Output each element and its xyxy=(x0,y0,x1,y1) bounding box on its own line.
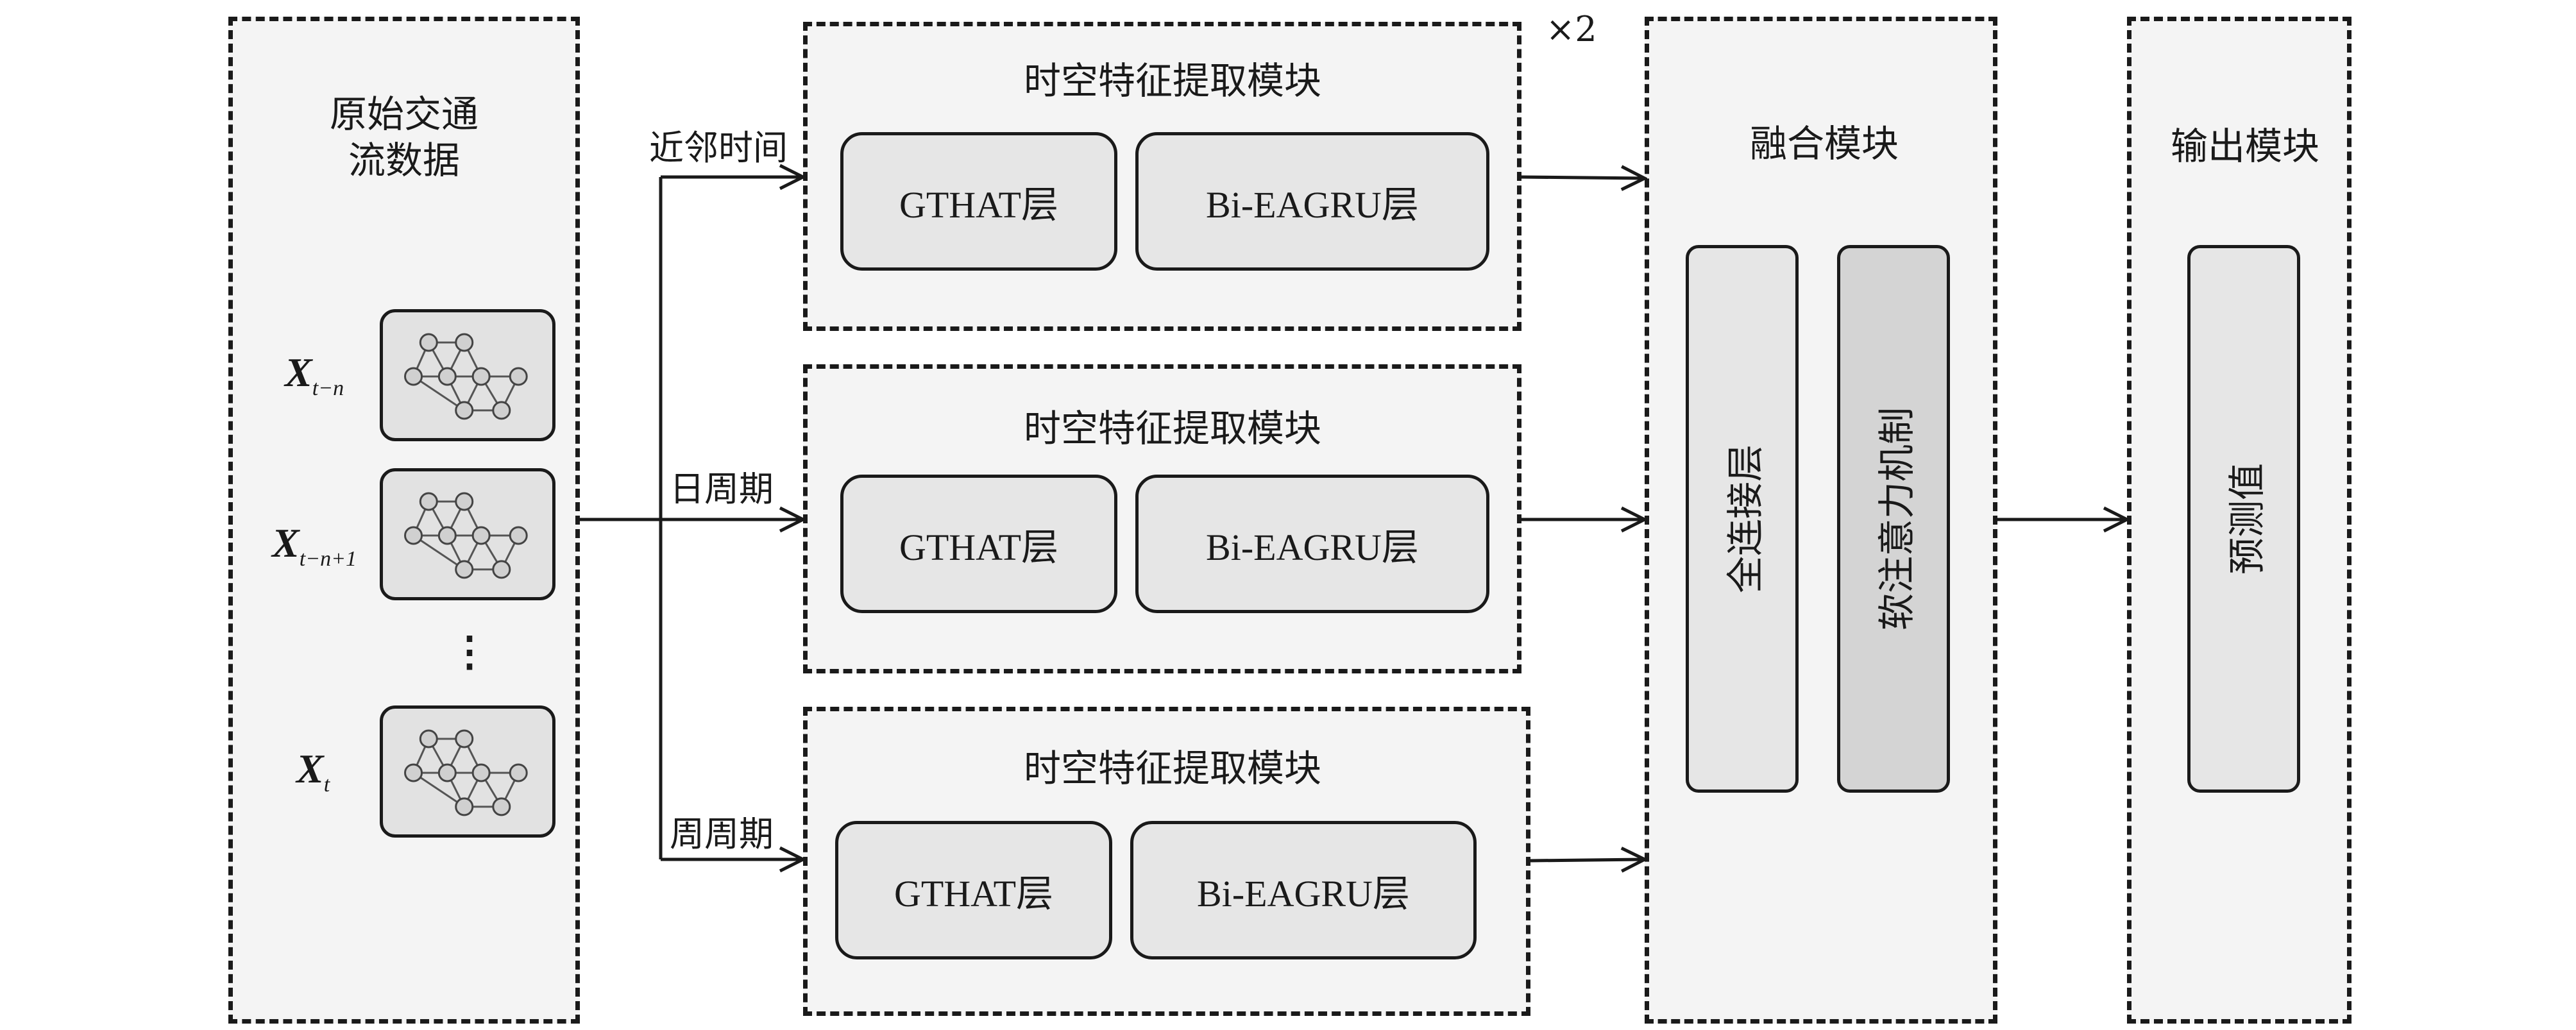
input-title-line1: 原始交通 xyxy=(329,92,479,136)
graph-edge xyxy=(412,772,465,808)
prediction-box: 预测值 xyxy=(2187,245,2300,793)
graph-node xyxy=(437,763,457,782)
arrow-recent-to-fusion xyxy=(1521,177,1645,178)
bi-eagru-layer-recent: Bi-EAGRU层 xyxy=(1135,132,1489,271)
road-network-graph xyxy=(404,729,528,816)
gthat-layer-recent: GTHAT层 xyxy=(840,132,1117,271)
soft-attention-layer: 软注意力机制 xyxy=(1837,245,1950,793)
graph-node xyxy=(419,492,438,511)
input-subscript: t xyxy=(323,773,330,797)
graph-edge xyxy=(412,375,465,412)
graph-node xyxy=(492,560,511,579)
graph-node xyxy=(404,367,423,386)
road-network-graph xyxy=(404,492,528,579)
fully-connected-layer: 全连接层 xyxy=(1686,245,1799,793)
graph-node xyxy=(404,763,423,782)
input-symbol: X xyxy=(285,350,312,395)
graph-node xyxy=(455,492,474,511)
input-subscript: t−n+1 xyxy=(299,547,357,571)
graph-node xyxy=(455,333,474,352)
graph-node xyxy=(419,333,438,352)
graph-node xyxy=(437,526,457,545)
input-symbol: X xyxy=(272,520,300,566)
graph-node xyxy=(404,526,423,545)
input-label-t: Xt xyxy=(296,745,330,797)
arrow-weekly-to-fusion xyxy=(1530,859,1645,861)
output-title: 输出模块 xyxy=(2170,124,2320,168)
graph-node xyxy=(471,763,491,782)
road-network-graph xyxy=(404,333,528,420)
branch-label-recent: 近邻时间 xyxy=(649,128,788,168)
input-title: 原始交通 流数据 xyxy=(330,91,479,183)
graph-node xyxy=(509,526,528,545)
input-subscript: t−n xyxy=(312,376,344,400)
graph-node xyxy=(419,729,438,748)
graph-node xyxy=(455,401,474,420)
branch-label-daily: 日周期 xyxy=(670,469,774,509)
graph-node xyxy=(509,367,528,386)
graph-node xyxy=(437,367,457,386)
graph-edge xyxy=(412,534,465,571)
graph-node xyxy=(471,526,491,545)
gthat-layer-daily: GTHAT层 xyxy=(840,475,1117,613)
graph-node xyxy=(492,401,511,420)
branch-label-weekly: 周周期 xyxy=(670,814,774,854)
graph-node xyxy=(455,560,474,579)
bi-eagru-layer-daily: Bi-EAGRU层 xyxy=(1135,475,1489,613)
graph-node xyxy=(455,729,474,748)
ellipsis: ⋮ xyxy=(449,627,490,676)
gthat-layer-weekly: GTHAT层 xyxy=(835,821,1112,959)
graph-node xyxy=(455,797,474,816)
graph-snapshot-t-minus-n-plus-1 xyxy=(380,468,555,600)
graph-snapshot-t-minus-n xyxy=(380,309,555,441)
module-title-daily: 时空特征提取模块 xyxy=(1023,407,1322,450)
fusion-title: 融合模块 xyxy=(1749,122,1899,165)
module-title-recent: 时空特征提取模块 xyxy=(1023,59,1322,103)
bi-eagru-layer-weekly: Bi-EAGRU层 xyxy=(1130,821,1477,959)
module-title-weekly: 时空特征提取模块 xyxy=(1023,747,1322,790)
graph-node xyxy=(509,763,528,782)
input-title-line2: 流数据 xyxy=(348,139,461,182)
repeat-marker: ×2 xyxy=(1546,9,1597,49)
graph-node xyxy=(492,797,511,816)
input-symbol: X xyxy=(296,746,324,791)
input-label-t-minus-n: Xt−n xyxy=(285,349,344,401)
graph-node xyxy=(471,367,491,386)
graph-snapshot-t xyxy=(380,705,555,838)
input-label-t-minus-n-plus-1: Xt−n+1 xyxy=(272,519,357,571)
